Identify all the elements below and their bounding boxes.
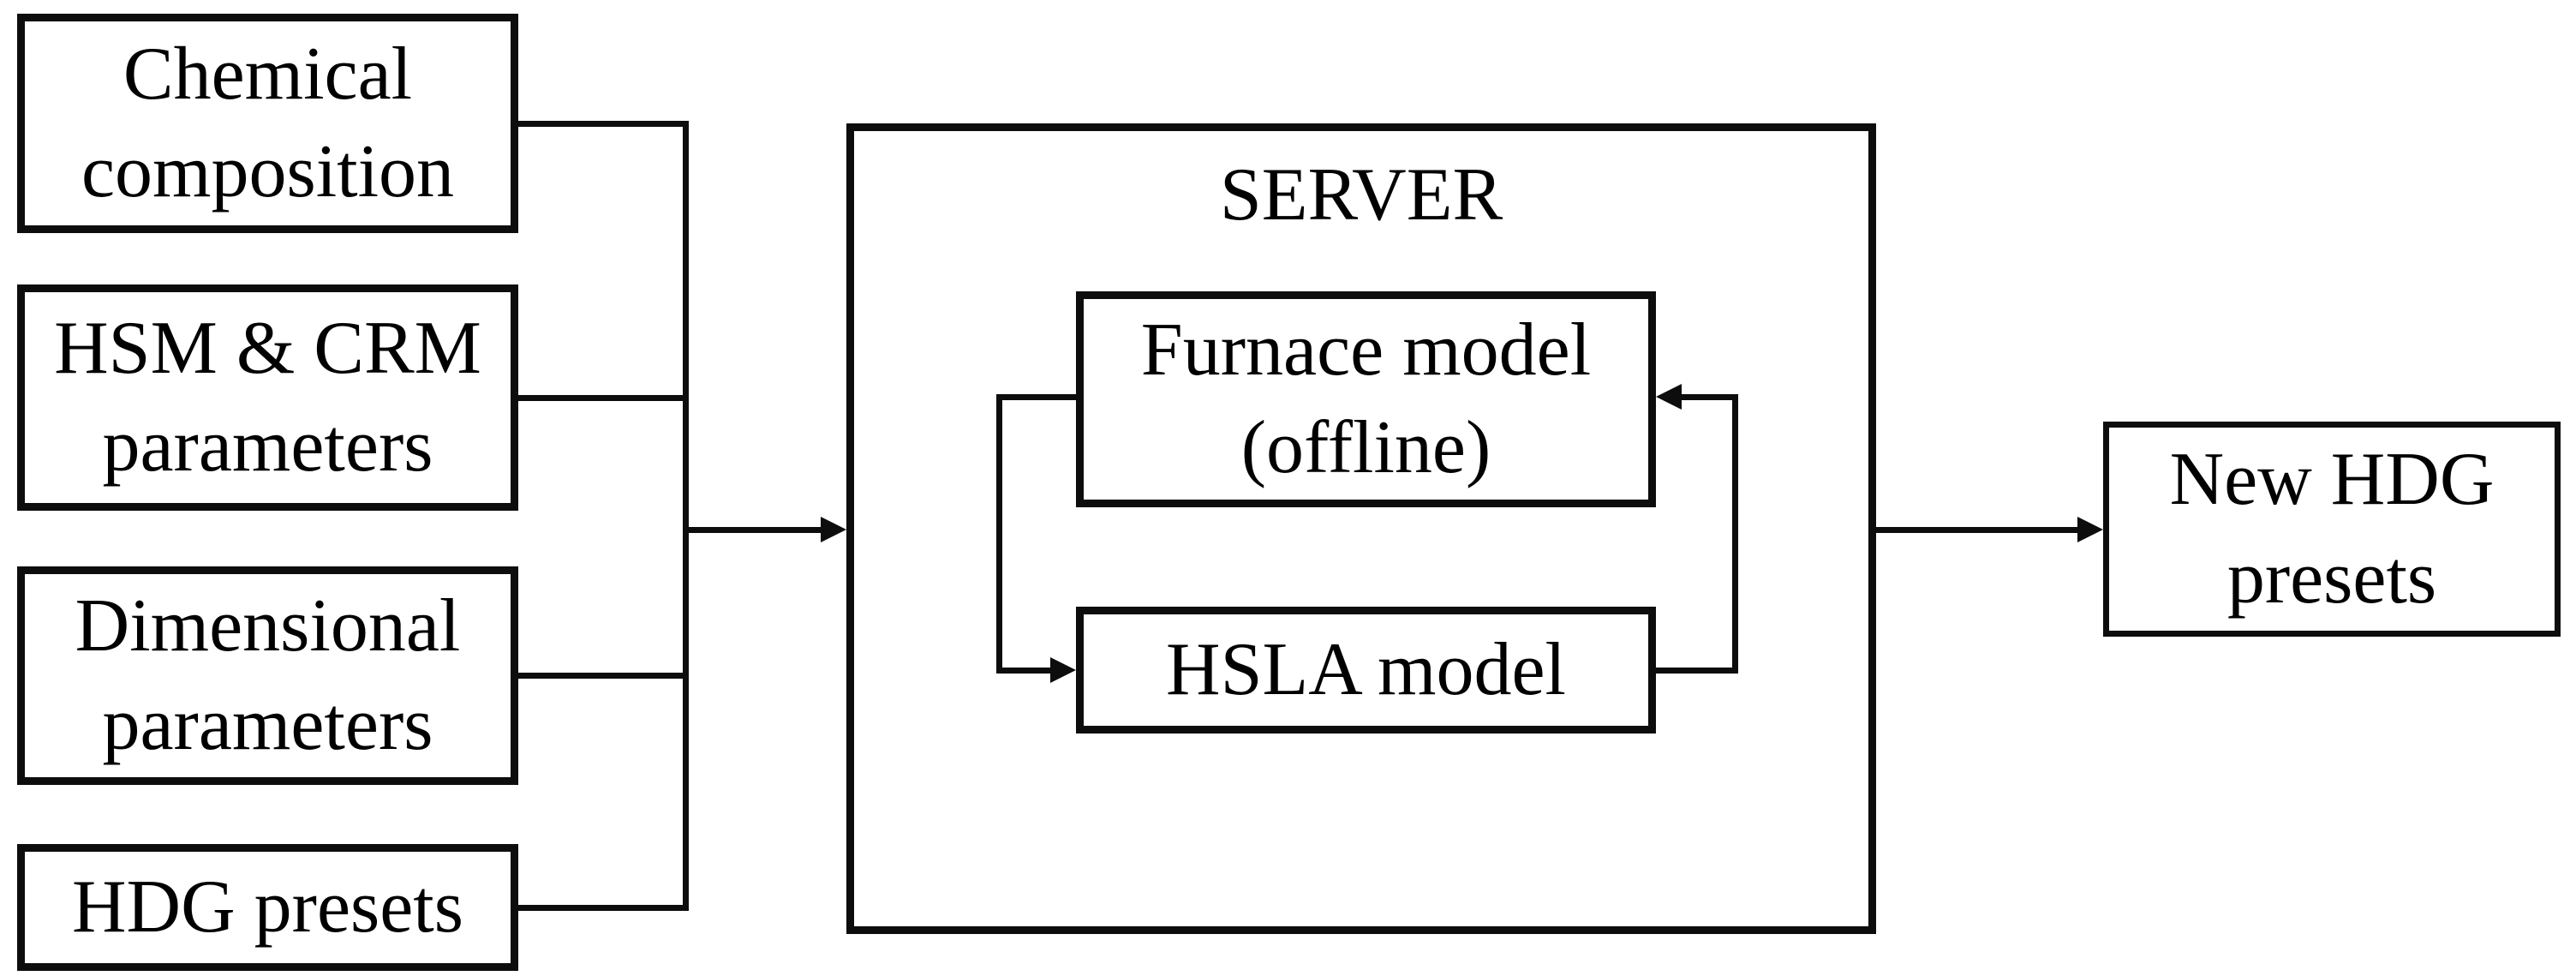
input-label-chemical-composition: Chemical composition xyxy=(81,32,455,213)
input-label-hsm-crm-parameters: HSM & CRM parameters xyxy=(54,306,481,488)
input-box-dimensional-parameters: Dimensional parameters xyxy=(17,566,518,785)
server-box: SERVER xyxy=(846,123,1876,934)
input-box-hdg-presets: HDG presets xyxy=(17,844,518,971)
connector-line-chemical xyxy=(518,121,688,127)
collector-line xyxy=(683,121,689,911)
connector-line-hsm-crm xyxy=(518,395,688,401)
loop-line-left-vertical xyxy=(996,394,1002,674)
loop-line-hsla-out-right xyxy=(1656,668,1738,674)
loop-line-into-hsla xyxy=(996,668,1054,674)
hsla-arrowhead-icon xyxy=(1050,657,1076,683)
connector-line-dimensional xyxy=(518,673,688,679)
input-box-hsm-crm-parameters: HSM & CRM parameters xyxy=(17,284,518,511)
output-arrow-line xyxy=(1876,527,2082,533)
hsla-model-label: HSLA model xyxy=(1166,627,1566,711)
furnace-arrowhead-icon xyxy=(1656,384,1682,410)
input-label-hdg-presets: HDG presets xyxy=(71,865,463,949)
hsla-model-box: HSLA model xyxy=(1076,607,1656,733)
input-arrowhead-icon xyxy=(821,517,846,542)
loop-line-furnace-out-left xyxy=(996,394,1076,400)
connector-line-hdg-presets xyxy=(518,905,688,911)
input-label-dimensional-parameters: Dimensional parameters xyxy=(75,584,461,766)
furnace-model-label: Furnace model (offline) xyxy=(1140,308,1592,489)
output-arrowhead-icon xyxy=(2077,517,2103,542)
loop-line-into-furnace xyxy=(1678,394,1738,400)
furnace-model-box: Furnace model (offline) xyxy=(1076,291,1656,507)
input-arrow-line xyxy=(685,527,824,533)
output-label-new-hdg-presets: New HDG presets xyxy=(2169,438,2495,620)
output-box-new-hdg-presets: New HDG presets xyxy=(2103,422,2561,637)
server-title: SERVER xyxy=(1219,153,1503,237)
input-box-chemical-composition: Chemical composition xyxy=(17,14,518,233)
loop-line-right-vertical xyxy=(1732,394,1738,674)
